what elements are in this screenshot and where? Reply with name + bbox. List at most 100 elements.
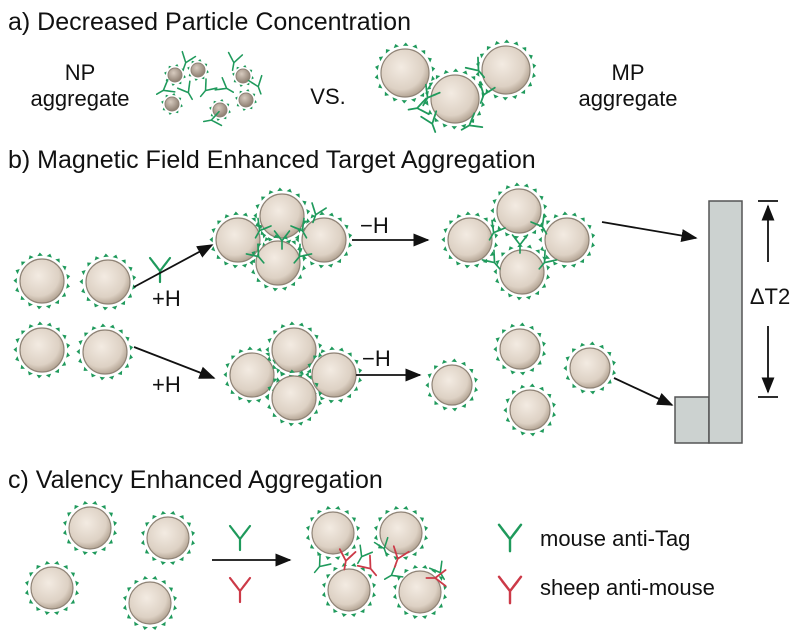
surface-tag-marker	[519, 322, 525, 327]
surface-tag-marker	[540, 246, 545, 252]
surface-tag-marker	[479, 53, 485, 59]
surface-tag-marker	[586, 251, 592, 256]
bridging-antibody	[511, 234, 529, 254]
surface-tag-marker	[325, 556, 331, 561]
surface-tag-marker	[424, 100, 429, 106]
surface-tag-marker	[313, 355, 318, 360]
surface-tag-marker	[424, 535, 429, 541]
surface-tag-marker	[20, 295, 25, 300]
surface-tag-marker	[261, 196, 266, 201]
clustered-particle-core	[255, 240, 301, 286]
surface-tag-marker	[307, 327, 312, 332]
legend-sheep-label: sheep anti-mouse	[540, 575, 715, 600]
surface-tag-marker	[495, 337, 500, 343]
surface-tag-marker	[82, 500, 89, 505]
panel-b: b) Magnetic Field Enhanced Target Aggreg…	[8, 146, 796, 444]
panel-c-title: c) Valency Enhanced Aggregation	[8, 466, 383, 494]
surface-tag-marker	[201, 76, 205, 80]
surface-tag-marker	[20, 364, 25, 369]
surface-tag-marker	[310, 517, 315, 522]
bridging-antibody	[488, 219, 506, 241]
surface-tag-marker	[310, 214, 316, 219]
surface-tag-marker	[178, 81, 182, 85]
surface-tag-marker	[295, 236, 299, 243]
surface-tag-marker	[546, 220, 551, 225]
surface-tag-marker	[427, 57, 432, 63]
nanoparticle-core	[235, 68, 251, 84]
surface-tag-marker	[111, 305, 118, 310]
surface-tag-marker	[289, 321, 295, 326]
clustered-particle	[253, 187, 311, 245]
surface-tag-marker	[431, 75, 435, 82]
surface-tag-marker	[335, 505, 341, 510]
surface-tag-marker	[277, 187, 283, 192]
magnetic-particle	[79, 253, 137, 311]
to-low-signal-arrow	[613, 377, 674, 406]
surface-tag-marker	[145, 522, 150, 527]
surface-tag-marker	[249, 69, 253, 73]
surface-tag-marker	[318, 400, 322, 406]
surface-tag-marker	[15, 268, 20, 275]
surface-tag-marker	[328, 399, 335, 404]
surface-tag-marker	[24, 580, 29, 586]
surface-tag-marker	[412, 551, 417, 556]
bridging-antibody	[407, 97, 430, 116]
surface-tag-marker	[562, 211, 568, 216]
surface-tag-marker	[251, 269, 256, 275]
surface-tag-marker	[175, 64, 179, 67]
surface-tag-marker	[249, 259, 253, 266]
surface-tag-marker	[529, 367, 535, 372]
surface-tag-marker	[21, 261, 26, 266]
valency-particle	[122, 575, 178, 631]
nanoparticle-core	[190, 62, 206, 78]
surface-tag-marker	[461, 403, 467, 408]
surface-tag-marker	[511, 94, 518, 99]
bridging-antibody	[227, 51, 244, 72]
bridging-antibody	[202, 110, 223, 127]
clustered-particle-core	[259, 193, 305, 239]
surface-tag-marker	[434, 400, 439, 405]
surface-tag-marker	[36, 606, 41, 611]
surface-tag-marker	[280, 324, 286, 329]
linked-particle-core	[311, 511, 355, 555]
bridging-antibody	[176, 80, 193, 101]
surface-tag-marker	[265, 346, 269, 353]
surface-tag-marker	[124, 363, 130, 368]
surface-tag-marker	[498, 191, 503, 196]
surface-tag-marker	[91, 326, 97, 331]
surface-tag-marker	[252, 93, 256, 97]
surface-tag-marker	[508, 246, 514, 251]
surface-tag-marker	[45, 373, 52, 378]
surface-tag-marker	[443, 70, 450, 75]
surface-tag-marker	[351, 544, 356, 549]
surface-tag-marker	[419, 544, 424, 549]
surface-tag-marker	[289, 369, 295, 374]
surface-tag-marker	[435, 75, 441, 80]
bridging-antibody	[181, 50, 197, 71]
surface-tag-marker	[438, 576, 443, 581]
dispersed-particles	[425, 322, 617, 437]
surface-tag-marker	[230, 389, 235, 394]
surface-tag-marker	[78, 339, 83, 346]
surface-tag-marker	[236, 103, 240, 107]
surface-tag-marker	[502, 97, 509, 101]
surface-tag-marker	[531, 229, 537, 235]
surface-tag-marker	[474, 386, 479, 393]
surface-tag-marker	[452, 68, 459, 72]
surface-tag-marker	[319, 396, 325, 401]
bridging-antibody	[478, 81, 496, 104]
surface-tag-marker	[173, 605, 178, 611]
surface-tag-marker	[120, 300, 126, 306]
surface-tag-marker	[502, 329, 507, 334]
surface-tag-marker	[523, 183, 529, 188]
surface-tag-marker	[188, 73, 192, 77]
surface-tag-marker	[53, 611, 60, 616]
surface-tag-marker	[455, 261, 461, 266]
surface-tag-marker	[494, 41, 501, 46]
surface-tag-marker	[599, 386, 605, 391]
surface-tag-marker	[486, 46, 492, 51]
versus-label: VS.	[310, 84, 345, 109]
surface-tag-marker	[223, 116, 227, 120]
surface-tag-marker	[344, 510, 349, 515]
surface-tag-marker	[273, 330, 278, 335]
